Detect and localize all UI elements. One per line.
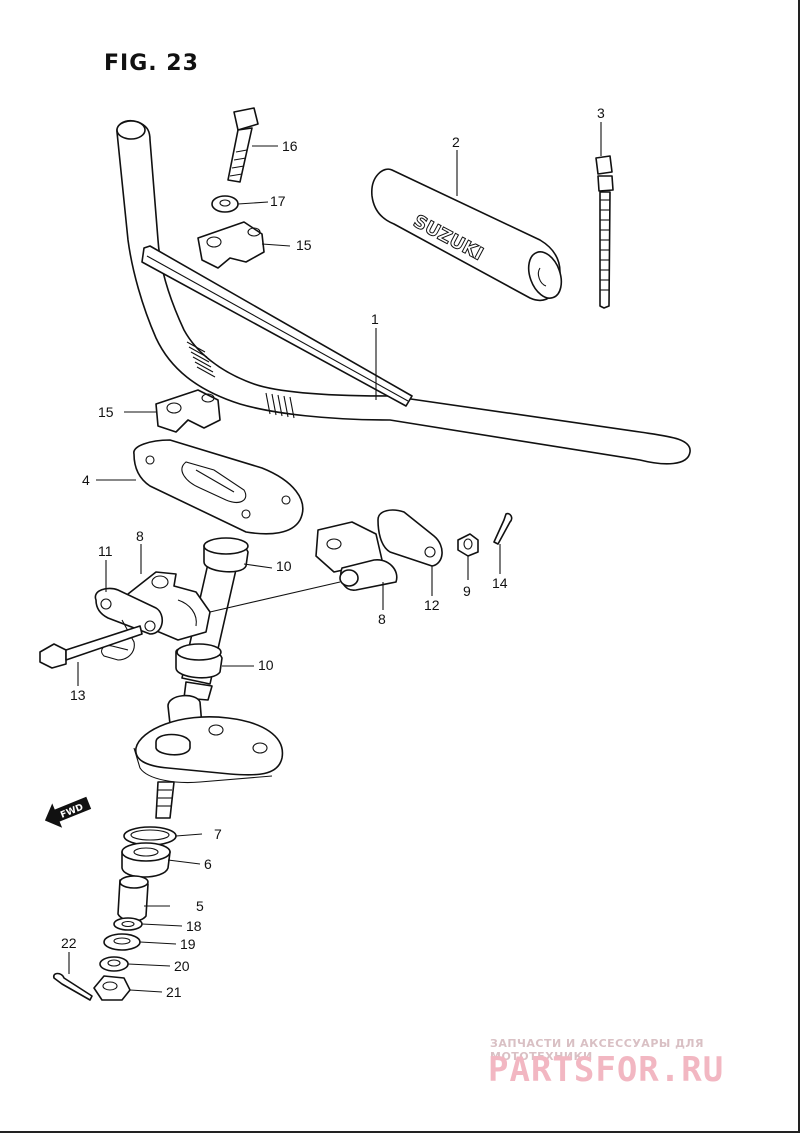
washer-part-19[interactable] xyxy=(103,933,141,951)
callout-16: 16 xyxy=(282,138,298,154)
watermark-subtitle: ЗАПЧАСТИ И АКСЕССУАРЫ ДЛЯ МОТОТЕХНИКИ xyxy=(490,1037,705,1063)
washer-part-17[interactable] xyxy=(211,195,239,213)
bracket-part-11[interactable] xyxy=(94,587,163,635)
callout-15-upper: 15 xyxy=(296,237,312,253)
callout-13: 13 xyxy=(70,687,86,703)
plate-part-4[interactable] xyxy=(133,439,304,535)
grip-part-2[interactable]: SUZUKI xyxy=(371,168,567,303)
handlebar-part-1[interactable] xyxy=(116,119,691,465)
fwd-label: FWD xyxy=(59,803,85,821)
callout-6: 6 xyxy=(204,856,212,872)
fwd-arrow-icon: FWD xyxy=(44,796,92,828)
callout-11: 11 xyxy=(98,543,113,559)
callout-20: 20 xyxy=(174,958,190,974)
figure-title: FIG. 23 xyxy=(104,51,199,76)
watermark-brand: PARTSFOR.RU xyxy=(488,1050,725,1090)
callout-4: 4 xyxy=(82,472,90,488)
steering-arm[interactable] xyxy=(133,694,284,819)
nut-part-21[interactable] xyxy=(93,975,131,1001)
bearing-part-6[interactable] xyxy=(121,842,171,878)
leader-lines xyxy=(68,122,602,993)
callout-7: 7 xyxy=(214,826,222,842)
callout-15-lower: 15 xyxy=(98,404,114,420)
callout-14: 14 xyxy=(492,575,508,591)
holder-upper-part-15[interactable] xyxy=(197,221,265,269)
cotter-pin-part-14[interactable] xyxy=(493,512,513,545)
callout-22: 22 xyxy=(61,935,77,951)
callout-12: 12 xyxy=(424,597,440,613)
circlip-part-7[interactable] xyxy=(123,826,177,846)
callout-5: 5 xyxy=(196,898,204,914)
callout-numbers: 1 2 3 4 5 6 7 8 8 9 10 10 11 12 13 14 15… xyxy=(61,105,605,1000)
callout-10-upper: 10 xyxy=(276,558,292,574)
callout-8-left: 8 xyxy=(136,528,144,544)
bush-part-5[interactable] xyxy=(117,875,149,922)
bolt-part-16[interactable] xyxy=(227,107,259,183)
callout-1: 1 xyxy=(371,311,379,327)
washer-part-20[interactable] xyxy=(99,956,129,972)
bolt-part-13[interactable] xyxy=(39,625,143,669)
holder-lower-part-15[interactable] xyxy=(155,389,221,433)
callout-18: 18 xyxy=(186,918,202,934)
plate-part-12[interactable] xyxy=(377,509,443,567)
callout-10-lower: 10 xyxy=(258,657,274,673)
callout-21: 21 xyxy=(166,984,182,1000)
callout-8-right: 8 xyxy=(378,611,386,627)
callout-9: 9 xyxy=(463,583,471,599)
steering-clamp-part-8-right[interactable] xyxy=(315,521,398,591)
washer-part-18[interactable] xyxy=(113,917,143,931)
steering-shaft[interactable] xyxy=(175,537,249,701)
callout-3: 3 xyxy=(597,105,605,121)
callout-17: 17 xyxy=(270,193,286,209)
cable-tie-part-3[interactable] xyxy=(595,155,614,309)
cotter-pin-part-22[interactable] xyxy=(52,972,93,1001)
callout-2: 2 xyxy=(452,134,460,150)
nut-part-9[interactable] xyxy=(457,533,479,557)
callout-19: 19 xyxy=(180,936,196,952)
